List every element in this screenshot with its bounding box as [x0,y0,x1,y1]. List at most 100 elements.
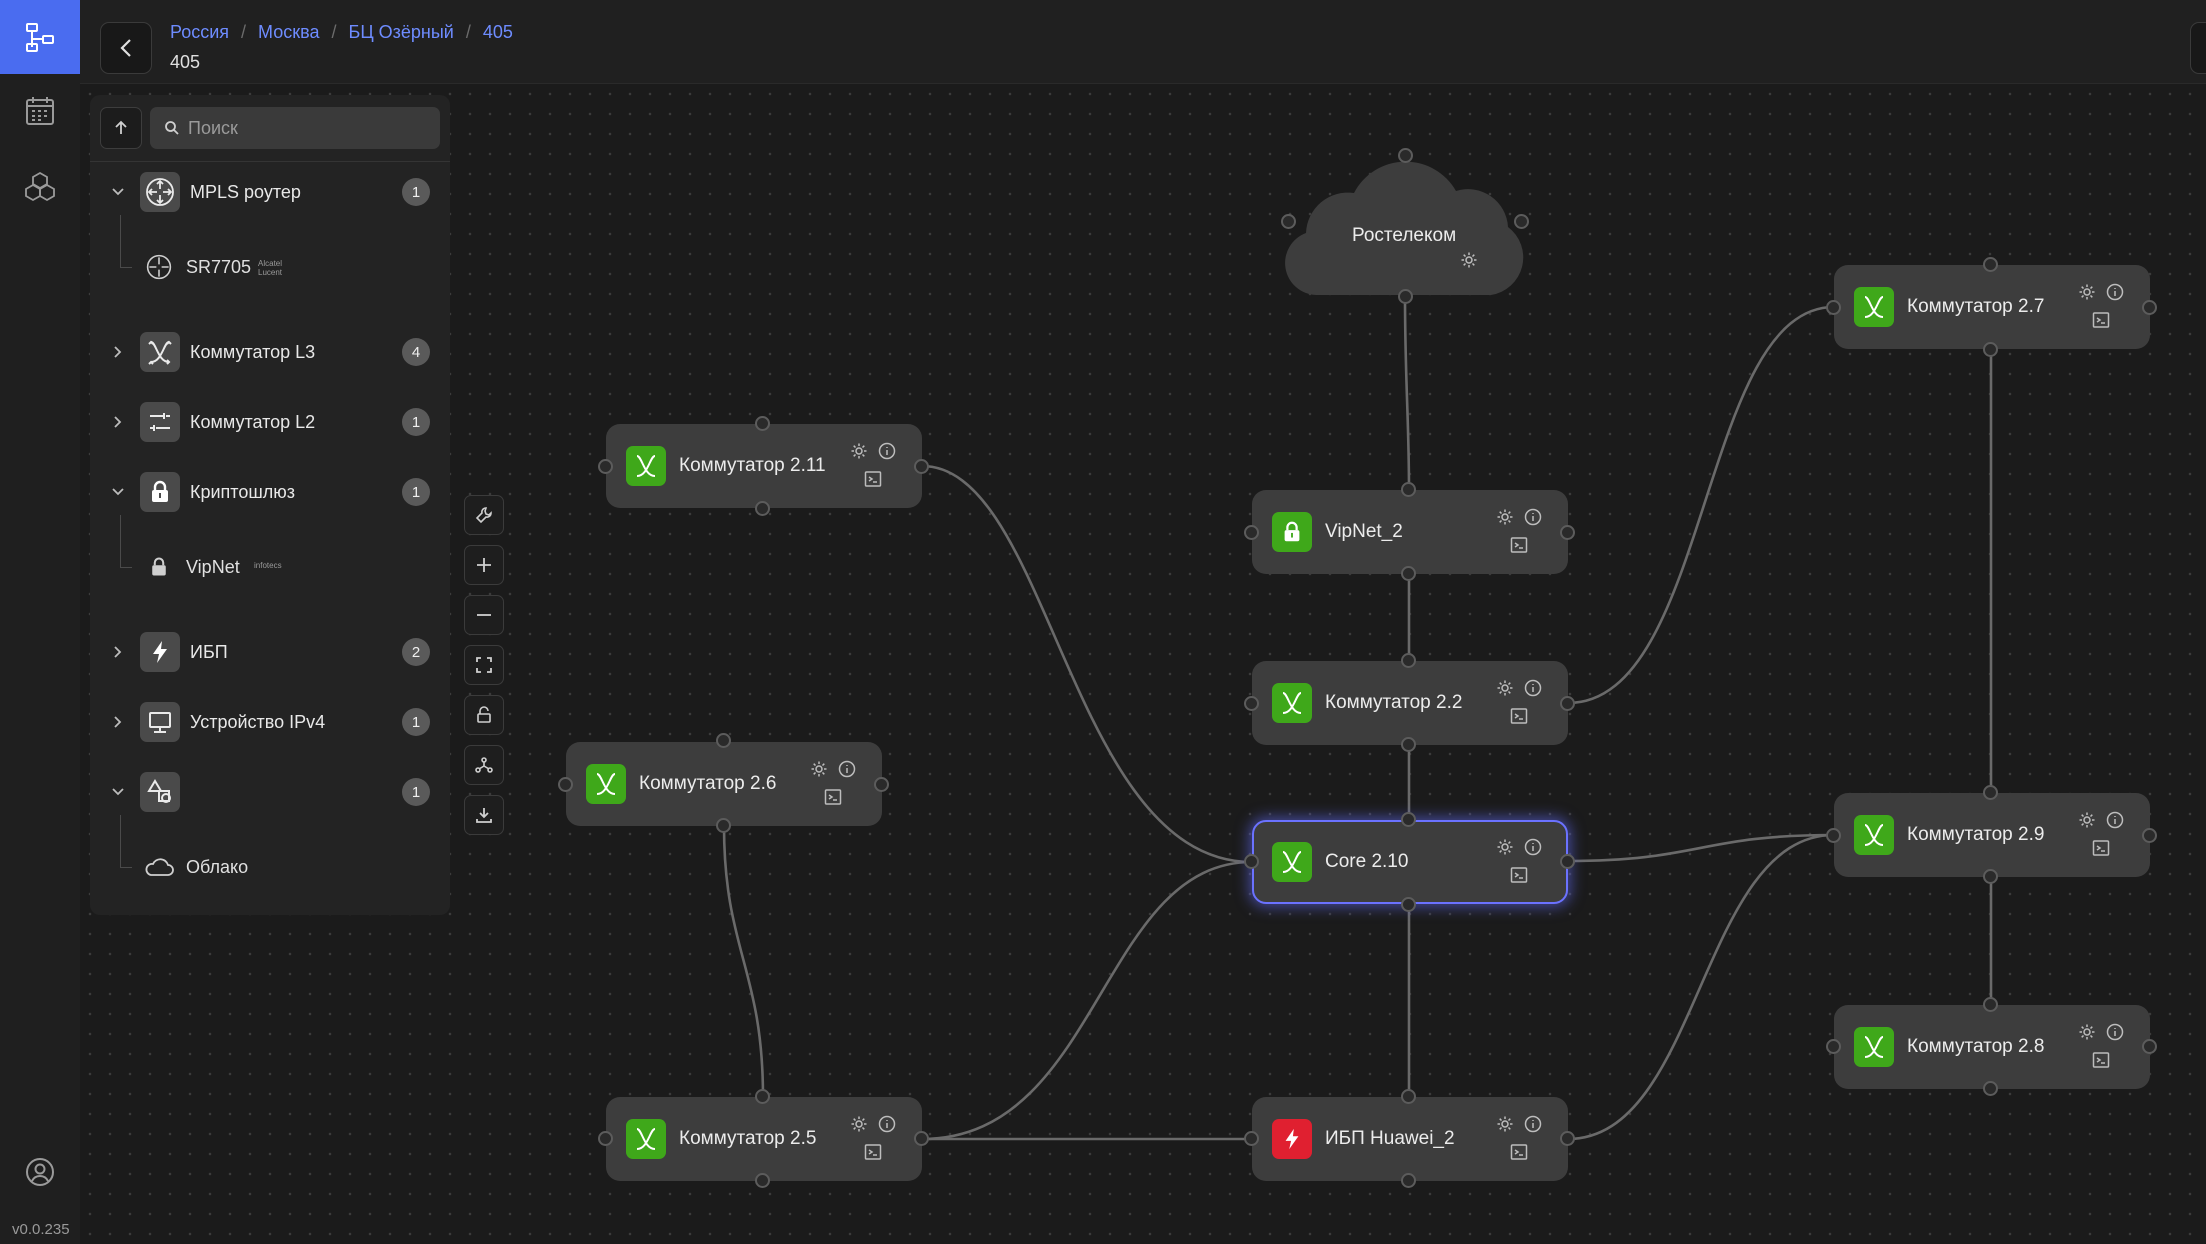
terminal-icon[interactable] [1510,536,1528,554]
port[interactable] [874,777,889,792]
settings-icon[interactable] [1496,1115,1514,1133]
port[interactable] [1398,289,1413,304]
info-icon[interactable] [1524,679,1542,697]
device-node-sw-2-2[interactable]: Коммутатор 2.2 [1252,661,1568,745]
port[interactable] [1560,1131,1575,1146]
device-node-sw-2-9[interactable]: Коммутатор 2.9 [1834,793,2150,877]
info-icon[interactable] [2106,1023,2124,1041]
breadcrumb-building[interactable]: БЦ Озёрный [348,22,454,42]
back-button[interactable] [100,22,152,74]
auto-layout-button[interactable] [464,745,504,785]
port[interactable] [598,1131,613,1146]
settings-icon[interactable] [850,442,868,460]
device-node-sw-2-8[interactable]: Коммутатор 2.8 [1834,1005,2150,1089]
search-input[interactable] [188,117,428,139]
port[interactable] [598,459,613,474]
terminal-icon[interactable] [1510,1143,1528,1161]
info-icon[interactable] [1524,1115,1542,1133]
zoom-out-button[interactable] [464,595,504,635]
port[interactable] [1983,342,1998,357]
profile-nav-button[interactable] [0,1135,80,1209]
calendar-nav-button[interactable] [0,74,80,148]
terminal-icon[interactable] [2092,311,2110,329]
port[interactable] [755,1173,770,1188]
terminal-icon[interactable] [2092,839,2110,857]
device-node-core-2-10[interactable]: Core 2.10 [1252,820,1568,904]
chevron-right-icon[interactable] [110,414,126,430]
port[interactable] [914,1131,929,1146]
port[interactable] [1560,525,1575,540]
device-node-sw-2-11[interactable]: Коммутатор 2.11 [606,424,922,508]
device-node-sw-2-7[interactable]: Коммутатор 2.7 [1834,265,2150,349]
info-icon[interactable] [878,1115,896,1133]
chevron-right-icon[interactable] [110,344,126,360]
zoom-in-button[interactable] [464,545,504,585]
topology-nav-button[interactable] [0,0,80,74]
port[interactable] [1401,737,1416,752]
port[interactable] [1244,525,1259,540]
port[interactable] [558,777,573,792]
chevron-down-icon[interactable] [110,484,126,500]
port[interactable] [1560,854,1575,869]
tree-category-switch-l3[interactable]: Коммутатор L3 4 [90,327,450,377]
chevron-right-icon[interactable] [110,644,126,660]
port[interactable] [1983,869,1998,884]
settings-icon[interactable] [850,1115,868,1133]
settings-icon[interactable] [1460,251,1478,269]
terminal-icon[interactable] [1510,866,1528,884]
tree-category-mpls[interactable]: MPLS роутер 1 [90,167,450,217]
port[interactable] [1244,1131,1259,1146]
tools-button[interactable] [464,495,504,535]
port[interactable] [1401,812,1416,827]
chevron-down-icon[interactable] [110,784,126,800]
inventory-nav-button[interactable] [0,150,80,224]
port[interactable] [2142,828,2157,843]
port[interactable] [1398,148,1413,163]
settings-icon[interactable] [2078,811,2096,829]
info-icon[interactable] [878,442,896,460]
port[interactable] [1401,1089,1416,1104]
info-icon[interactable] [838,760,856,778]
tree-category-crypto[interactable]: Криптошлюз 1 [90,467,450,517]
settings-icon[interactable] [810,760,828,778]
port[interactable] [1244,854,1259,869]
port[interactable] [1401,653,1416,668]
chevron-right-icon[interactable] [110,714,126,730]
device-node-vipnet-2[interactable]: VipNet_2 [1252,490,1568,574]
terminal-icon[interactable] [1510,707,1528,725]
tree-item-sr7705[interactable]: SR7705 Alcatel Lucent [90,245,450,289]
port[interactable] [1983,257,1998,272]
port[interactable] [1826,300,1841,315]
header-action-button[interactable] [2190,22,2206,74]
tree-item-vipnet[interactable]: VipNet infotecs [90,545,450,589]
port[interactable] [1244,696,1259,711]
info-icon[interactable] [2106,811,2124,829]
breadcrumb-country[interactable]: Россия [170,22,230,42]
port[interactable] [1281,214,1296,229]
info-icon[interactable] [1524,838,1542,856]
cloud-node-rostelecom[interactable]: Ростелеком [1276,155,1534,300]
port[interactable] [1983,785,1998,800]
terminal-icon[interactable] [2092,1051,2110,1069]
tree-category-ipv4[interactable]: Устройство IPv4 1 [90,697,450,747]
port[interactable] [755,501,770,516]
port[interactable] [1826,1039,1841,1054]
port[interactable] [1514,214,1529,229]
terminal-icon[interactable] [864,1143,882,1161]
port[interactable] [716,818,731,833]
tree-category-other[interactable]: 1 [90,767,450,817]
info-icon[interactable] [2106,283,2124,301]
port[interactable] [1983,1081,1998,1096]
settings-icon[interactable] [2078,1023,2096,1041]
port[interactable] [2142,1039,2157,1054]
port[interactable] [755,416,770,431]
info-icon[interactable] [1524,508,1542,526]
port[interactable] [1983,997,1998,1012]
port[interactable] [914,459,929,474]
port[interactable] [1560,696,1575,711]
port[interactable] [755,1089,770,1104]
chevron-down-icon[interactable] [110,184,126,200]
port[interactable] [1826,828,1841,843]
settings-icon[interactable] [1496,508,1514,526]
device-node-sw-2-6[interactable]: Коммутатор 2.6 [566,742,882,826]
